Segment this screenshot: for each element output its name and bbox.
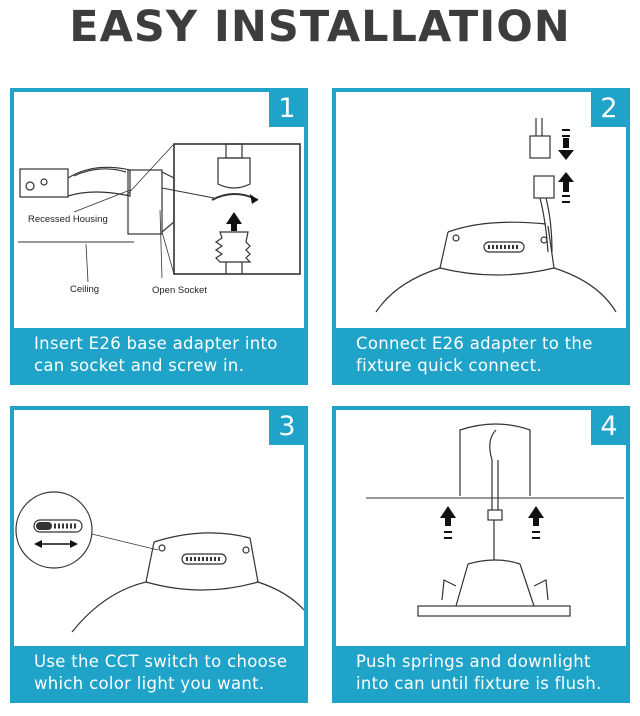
down-arrow-icon <box>558 150 574 160</box>
step-4-caption: Push springs and downlight into can unti… <box>336 646 626 699</box>
step-4-number: 4 <box>591 409 627 445</box>
step-2-illustration <box>375 118 617 313</box>
push-up-right-arrow-icon <box>528 506 544 518</box>
step-1-panel: Recessed Housing Ceiling Open Socket 1 I… <box>10 88 308 385</box>
push-up-left-arrow-icon <box>440 506 456 518</box>
step-3-number: 3 <box>269 409 305 445</box>
slide-left-arrow-icon <box>34 540 42 548</box>
step-1-number: 1 <box>269 91 305 127</box>
step-2-caption: Connect E26 adapter to the fixture quick… <box>336 328 626 381</box>
insert-arrow-icon <box>226 212 242 224</box>
step-3-caption: Use the CCT switch to choose which color… <box>14 646 304 699</box>
step-4-illustration <box>366 423 624 617</box>
recessed-housing-label: Recessed Housing <box>28 214 108 225</box>
page-title: EASY INSTALLATION <box>69 2 571 52</box>
step-1-caption: Insert E26 base adapter into can socket … <box>14 328 304 381</box>
recessed-housing-box <box>19 168 69 198</box>
step-2-number: 2 <box>591 91 627 127</box>
quick-connect-bottom <box>533 175 555 199</box>
step-3-illustration <box>15 491 304 633</box>
open-socket-label: Open Socket <box>152 285 207 296</box>
quick-connect-top <box>529 135 551 159</box>
switch-zoom-circle <box>15 491 93 569</box>
ceiling-label: Ceiling <box>70 284 99 295</box>
up-arrow-icon <box>558 172 574 182</box>
slide-right-arrow-icon <box>70 540 78 548</box>
step-4-panel: 4 Push springs and downlight into can un… <box>332 406 630 703</box>
step-1-illustration: Recessed Housing Ceiling Open Socket <box>18 143 301 296</box>
socket-detail-box <box>173 143 301 275</box>
step-2-panel: 2 Connect E26 adapter to the fixture qui… <box>332 88 630 385</box>
step-3-panel: 3 Use the CCT switch to choose which col… <box>10 406 308 703</box>
